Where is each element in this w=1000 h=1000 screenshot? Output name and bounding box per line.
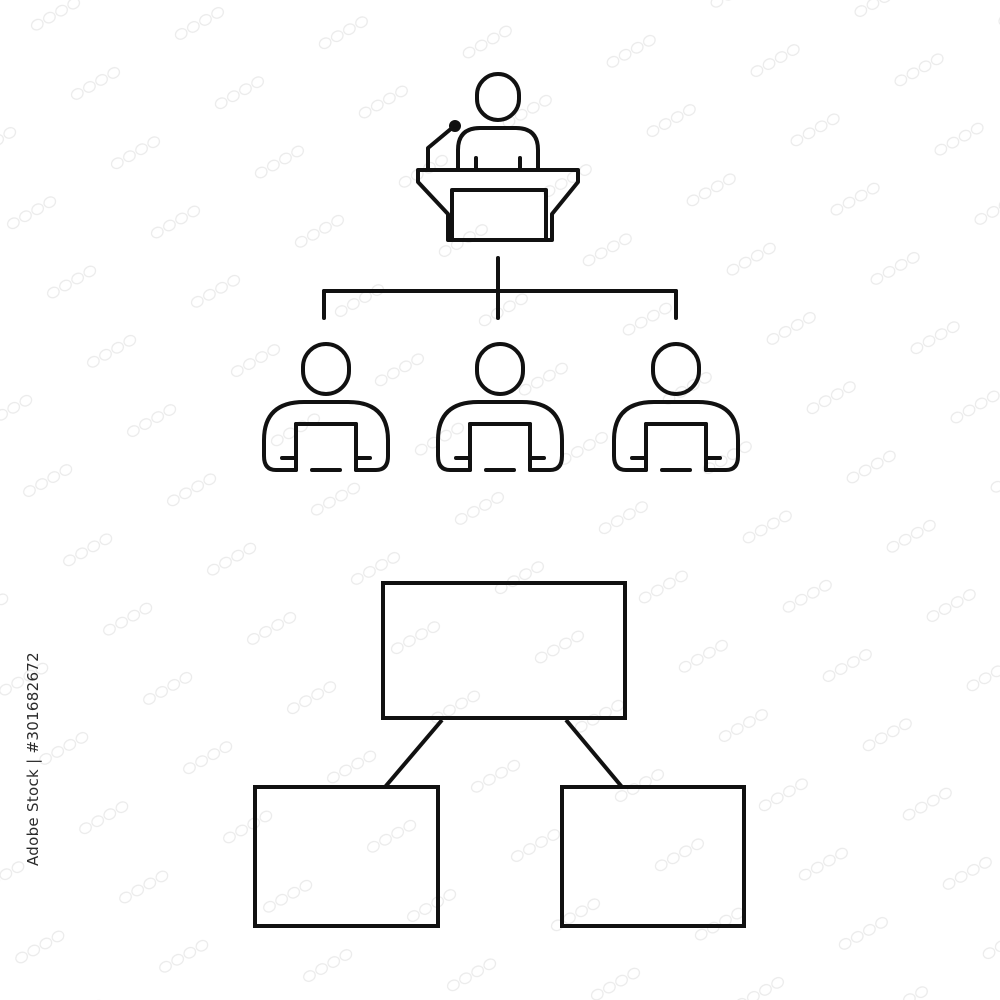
speaker-head bbox=[475, 72, 521, 122]
org-chart-icon bbox=[253, 581, 746, 928]
speaker-at-podium-icon bbox=[416, 72, 580, 242]
microphone-icon bbox=[426, 126, 454, 172]
stock-image-id: Adobe Stock | #301682672 bbox=[24, 652, 42, 866]
speaker-body bbox=[456, 126, 540, 172]
podium-panel bbox=[450, 188, 548, 242]
org-chart-link-right bbox=[564, 718, 624, 789]
audience-person-icon bbox=[436, 342, 564, 472]
podium bbox=[416, 168, 580, 242]
audience-person-icon bbox=[612, 342, 740, 472]
org-chart-right-box bbox=[560, 785, 746, 928]
audience-person-icon bbox=[262, 342, 390, 472]
org-chart-left-box bbox=[253, 785, 440, 928]
hierarchy-connector bbox=[322, 256, 678, 320]
org-chart-top-box bbox=[381, 581, 627, 720]
org-chart-link-left bbox=[383, 718, 444, 789]
